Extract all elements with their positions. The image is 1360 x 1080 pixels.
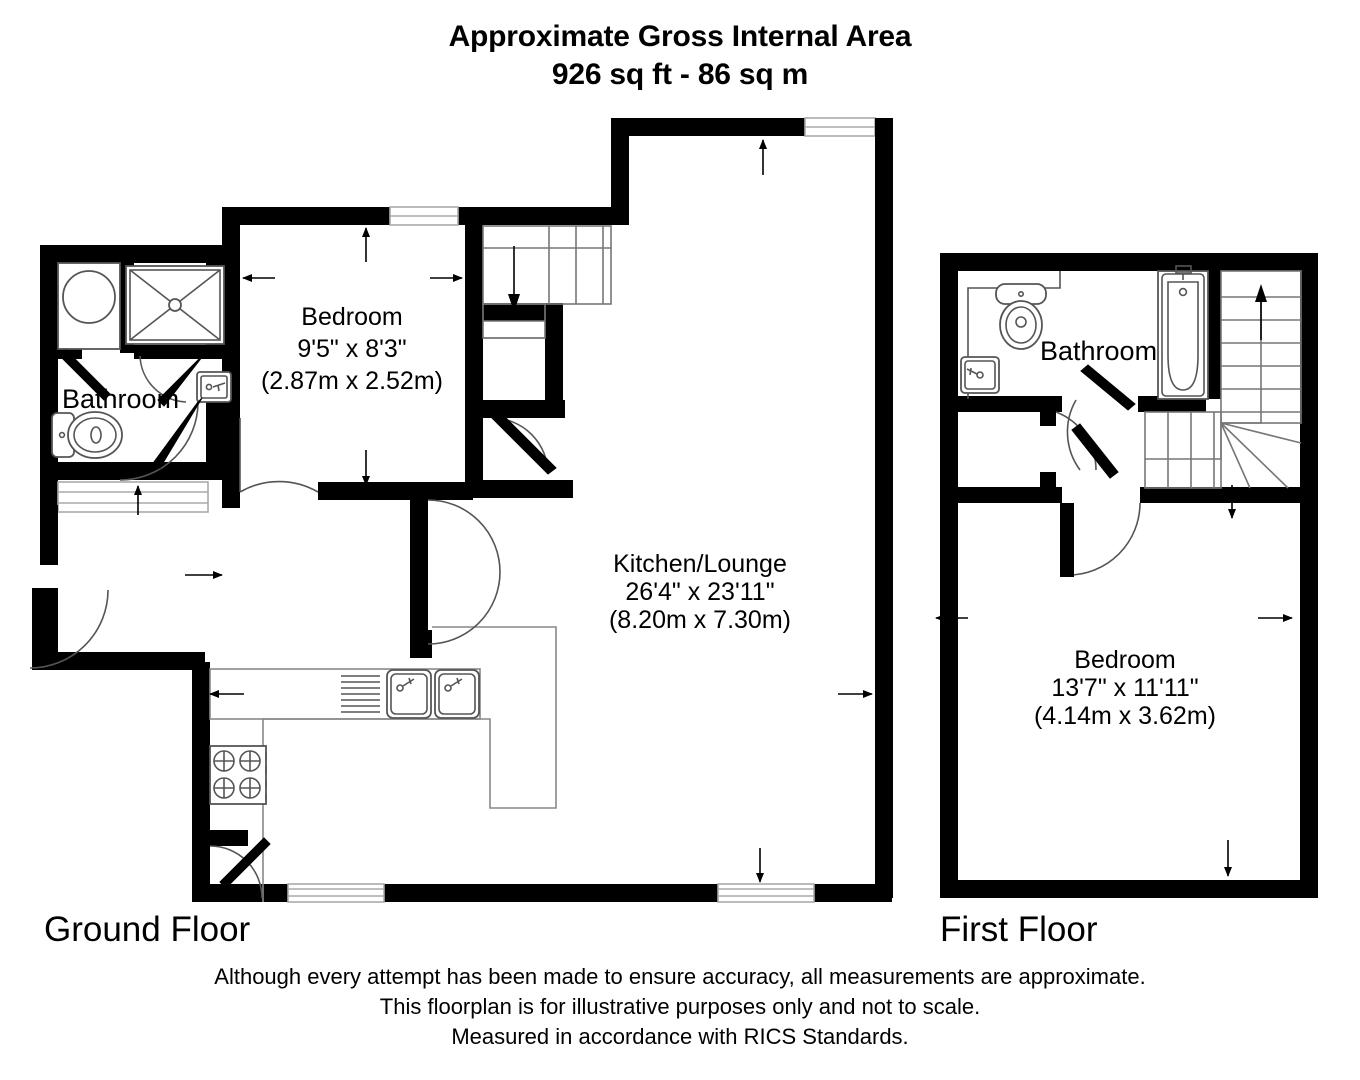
room-label-bathroom-ground: Bathroom [62, 384, 179, 414]
title-line-2: 926 sq ft - 86 sq m [551, 58, 809, 91]
disclaimer-line-2: This floorplan is for illustrative purpo… [379, 994, 981, 1019]
door-bedroom-ground [239, 418, 319, 493]
bathroom-fixtures-first [960, 265, 1209, 400]
bathroom-ground-label: Bathroom [62, 384, 179, 414]
door-landing-left [1055, 411, 1119, 479]
bedroom-first-label: Bedroom [1074, 646, 1175, 674]
kitchen-lounge-dims-ft: 26'4" x 23'11" [625, 578, 774, 606]
door-bedroom-first [1060, 502, 1141, 577]
bedroom-ground-dims-m: (2.87m x 2.52m) [261, 367, 443, 395]
kitchen-lounge-label: Kitchen/Lounge [613, 550, 787, 578]
ground-floor-label: Ground Floor [44, 910, 251, 949]
dimension-arrows-first [935, 485, 1293, 877]
first-floor-plan: Bathroom Bedroom 13'7" x 11'11" (4.14m x… [935, 253, 1318, 898]
door-hall-to-lounge [427, 499, 501, 645]
bedroom-first-dims-m: (4.14m x 3.62m) [1034, 702, 1216, 730]
staircase-up-icon [1144, 270, 1302, 489]
door-bathroom-first [1066, 364, 1136, 471]
first-floor-label: First Floor [940, 910, 1098, 949]
bathroom-first-label: Bathroom [1040, 336, 1157, 366]
room-label-bathroom-first: Bathroom [1040, 336, 1157, 366]
ground-floor-plan: Bathroom Bedroom 9'5" x 8'3" (2.87m x 2.… [29, 117, 893, 903]
room-label-bedroom-ground: Bedroom 9'5" x 8'3" (2.87m x 2.52m) [261, 303, 443, 395]
double-sink-icon [386, 669, 480, 719]
kitchen-fittings [192, 626, 557, 902]
room-label-bedroom-first: Bedroom 13'7" x 11'11" (4.14m x 3.62m) [1034, 646, 1216, 730]
bedroom-ground-dims-ft: 9'5" x 8'3" [297, 335, 406, 363]
disclaimer-line-1: Although every attempt has been made to … [214, 964, 1146, 989]
page-title: Approximate Gross Internal Area 926 sq f… [0, 18, 1360, 94]
door-shower [139, 351, 207, 407]
kitchen-lounge-dims-m: (8.20m x 7.30m) [609, 606, 791, 634]
bathroom-fixtures-ground [51, 262, 232, 459]
disclaimer: Although every attempt has been made to … [0, 962, 1360, 1052]
door-bathroom-main [119, 397, 203, 481]
bedroom-ground-label: Bedroom [301, 303, 402, 331]
bedroom-first-dims-ft: 13'7" x 11'11" [1051, 674, 1198, 702]
hob-icon [209, 745, 267, 805]
door-kitchen-back [209, 837, 271, 899]
room-label-kitchen-lounge: Kitchen/Lounge 26'4" x 23'11" (8.20m x 7… [609, 550, 791, 634]
drainer-icon [341, 675, 380, 713]
entrance-door-icon [29, 589, 109, 669]
title-line-1: Approximate Gross Internal Area [448, 20, 912, 53]
dimension-arrows-ground [134, 139, 873, 883]
disclaimer-line-3: Measured in accordance with RICS Standar… [451, 1024, 909, 1049]
staircase-down-icon [482, 225, 612, 339]
door-bathroom-basin [59, 349, 111, 401]
door-understairs [491, 411, 557, 475]
